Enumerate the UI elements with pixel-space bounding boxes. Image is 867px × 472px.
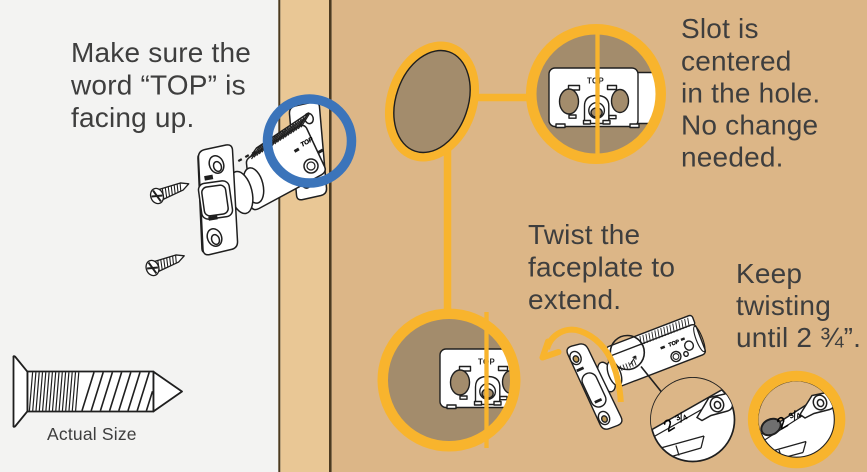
svg-text:Twist the: Twist the [528, 219, 640, 250]
svg-text:twisting: twisting [736, 290, 831, 321]
svg-text:No change: No change [681, 110, 818, 141]
svg-text:extend.: extend. [528, 284, 621, 315]
svg-text:needed.: needed. [681, 142, 784, 173]
svg-text:TOP: TOP [668, 339, 681, 349]
svg-text:Keep: Keep [736, 258, 802, 289]
svg-text:Slot is: Slot is [681, 13, 759, 44]
svg-text:TOP: TOP [587, 77, 604, 86]
svg-text:word “TOP” is: word “TOP” is [70, 70, 246, 101]
svg-text:in the hole.: in the hole. [681, 78, 820, 109]
svg-text:until 2 ¾”.: until 2 ¾”. [736, 322, 861, 353]
svg-text:Actual Size: Actual Size [47, 424, 137, 444]
svg-text:faceplate to: faceplate to [528, 252, 675, 283]
svg-text:centered: centered [681, 46, 792, 77]
svg-text:Make sure the: Make sure the [71, 37, 251, 68]
svg-text:facing up.: facing up. [71, 102, 194, 133]
